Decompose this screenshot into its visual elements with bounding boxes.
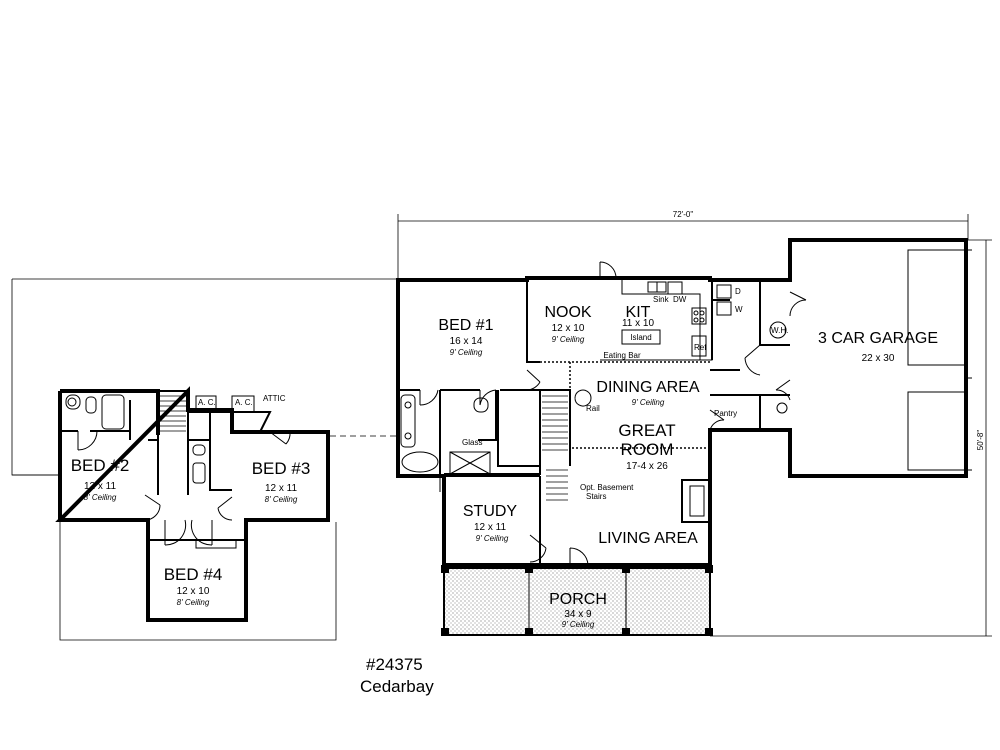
garage-doors: [907, 249, 967, 471]
wh-label: W.H.: [771, 326, 788, 335]
bed4-closet-wall: [147, 520, 246, 541]
fireplace: [681, 479, 711, 523]
attic-label: ATTIC: [263, 394, 286, 403]
upper-tub: [101, 394, 125, 430]
washer: [716, 301, 732, 316]
upper-toilet: [85, 396, 97, 414]
main-floor-plan: 72'-0" 50'-8": [396, 210, 992, 637]
dining-name: DINING AREA: [596, 379, 699, 396]
great-room-line2: ROOM: [621, 440, 674, 459]
bed1-size: 16 x 14: [450, 336, 483, 347]
upper-stair-walls: [157, 391, 189, 495]
kitchen-door: [599, 261, 617, 279]
ac-label-1: A. C.: [198, 398, 216, 407]
study-ceiling: 9' Ceiling: [476, 534, 509, 543]
kit-name: KIT: [626, 304, 651, 321]
dryer: [716, 284, 732, 299]
eating-bar-label: Eating Bar: [603, 351, 641, 360]
roof-outline: [11, 278, 398, 476]
garage-size: 22 x 30: [862, 353, 895, 364]
basement-stairs-line2: Stairs: [586, 492, 606, 501]
main-stair-treads: [542, 395, 568, 501]
dishwasher: [667, 281, 683, 295]
refrigerator: [691, 335, 707, 357]
pantry-walls: [710, 369, 761, 432]
bed1-name: BED #1: [438, 317, 493, 334]
front-door: [569, 547, 589, 566]
plan-name: Cedarbay: [360, 677, 434, 696]
bed2-size: 12 x 11: [84, 481, 116, 492]
ref-label: Ref: [694, 343, 707, 352]
garage-entry-door: [789, 291, 807, 317]
bed3-ceiling: 8' Ceiling: [265, 495, 298, 504]
depth-dimension-line: [710, 239, 992, 637]
porch-size: 34 x 9: [564, 609, 592, 620]
master-toilet: [473, 397, 489, 413]
bed4-ceiling: 8' Ceiling: [177, 598, 210, 607]
bed3-size: 12 x 11: [265, 483, 297, 494]
great-room-size: 17-4 x 26: [626, 461, 668, 472]
great-room-line1: GREAT: [618, 421, 675, 440]
bed2-name: BED #2: [71, 456, 130, 475]
porch-slab: [443, 567, 711, 636]
pantry-label: Pantry: [714, 409, 737, 418]
overall-width: 72'-0": [673, 210, 694, 219]
study-name: STUDY: [463, 503, 518, 520]
roof-outline-lower: [59, 520, 337, 641]
study-size: 12 x 11: [474, 522, 506, 533]
bed4-name: BED #4: [164, 565, 223, 584]
glass-label: Glass: [462, 438, 482, 447]
main-stair-walls: [540, 389, 571, 466]
upper-stair-treads: [160, 395, 186, 432]
living-name: LIVING AREA: [598, 530, 698, 547]
bed3-name: BED #3: [252, 459, 311, 478]
rail-label: Rail: [586, 404, 600, 413]
width-dimension-line: [397, 214, 969, 280]
basement-stairs-line1: Opt. Basement: [580, 483, 634, 492]
bed1-ceiling: 9' Ceiling: [450, 348, 483, 357]
upper-bath-walls: [60, 400, 158, 441]
washer-label: W: [735, 305, 743, 314]
bed1-bath-walls: [398, 389, 541, 475]
upper-bath2-tub: [192, 462, 206, 484]
study-door: [529, 534, 547, 563]
dining-ceiling: 9' Ceiling: [632, 398, 665, 407]
kitchen-island: [621, 329, 661, 345]
kit-size: 11 x 10: [622, 318, 654, 329]
overall-depth: 50'-8": [976, 430, 985, 451]
bed1-nook-wall: [526, 280, 540, 363]
water-heater: [769, 321, 787, 339]
island-label: Island: [630, 333, 651, 342]
upper-sink: [65, 394, 81, 410]
half-bath-toilet: [776, 402, 788, 414]
range: [691, 307, 707, 325]
master-tub: [401, 451, 439, 473]
nook-ceiling: 9' Ceiling: [552, 335, 585, 344]
dw-label: DW: [673, 295, 687, 304]
nook-size: 12 x 10: [552, 323, 585, 334]
ac-label-2: A. C.: [235, 398, 253, 407]
upper-closet-walls: [188, 411, 232, 491]
bed2-ceiling: 8' Ceiling: [84, 493, 117, 502]
nook-name: NOOK: [544, 304, 591, 321]
porch-ceiling: 9' Ceiling: [562, 620, 595, 629]
upper-door: [77, 430, 98, 451]
master-shower: [449, 451, 491, 475]
dryer-label: D: [735, 287, 741, 296]
upper-floor-plan: BED #2 12 x 11 8' Ceiling BED #3 12 x 11…: [11, 278, 398, 641]
sink-label: Sink: [653, 295, 670, 304]
ac-unit-1: [195, 395, 217, 411]
laundry-walls: [711, 280, 790, 360]
plan-number: #24375: [366, 655, 423, 674]
master-vanity: [400, 394, 416, 448]
porch-name: PORCH: [549, 591, 607, 608]
garage-name: 3 CAR GARAGE: [818, 330, 938, 347]
bed4-size: 12 x 10: [177, 586, 210, 597]
